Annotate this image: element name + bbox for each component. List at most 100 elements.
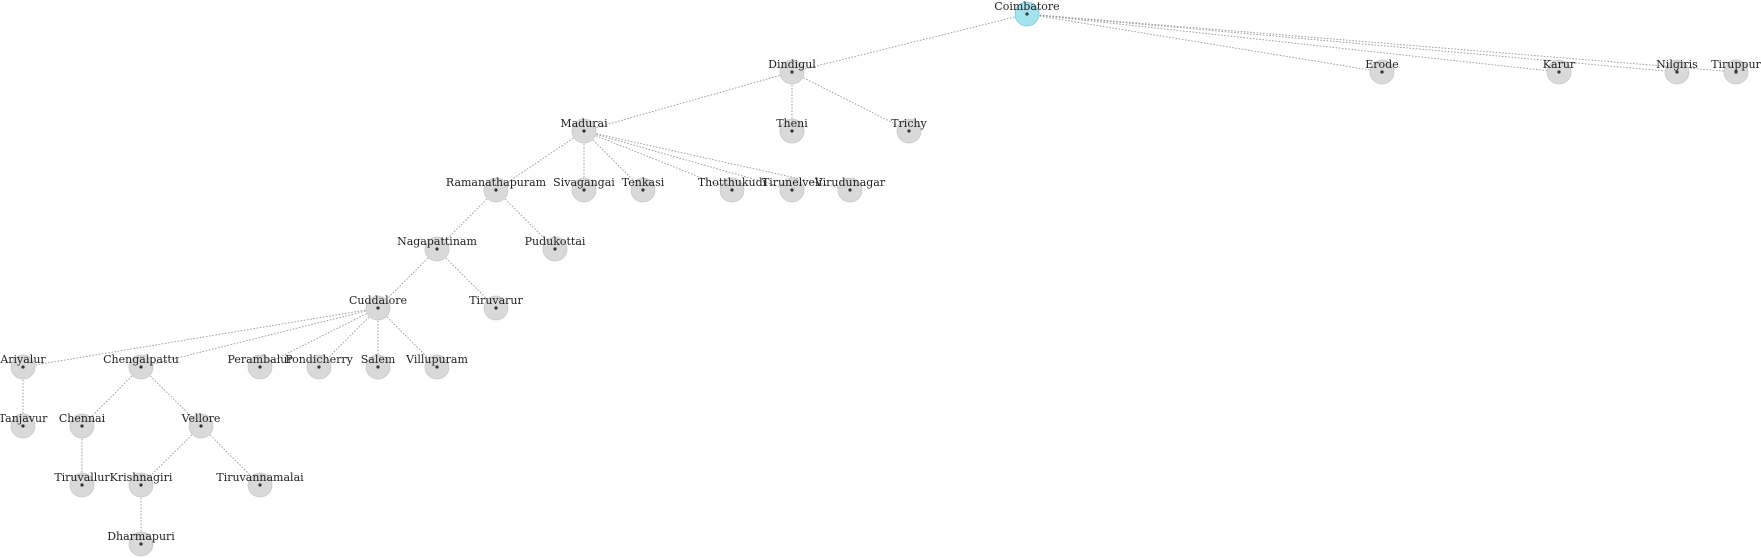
edge-ramanathapuram-nagapattinam <box>436 189 497 250</box>
node-vellore[interactable]: Vellore <box>181 412 221 439</box>
node-label: Tenkasi <box>622 176 665 189</box>
edge-madurai-thotthukudi <box>583 130 733 191</box>
node-center-dot <box>907 129 911 133</box>
node-cuddalore[interactable]: Cuddalore <box>349 294 407 321</box>
node-center-dot <box>317 365 321 369</box>
node-center-dot <box>790 188 794 192</box>
node-label: Dindigul <box>768 58 816 71</box>
node-label: Erode <box>1365 58 1398 71</box>
node-nilgiris[interactable]: Nilgiris <box>1656 58 1698 85</box>
node-coimbatore[interactable]: Coimbatore <box>994 0 1060 27</box>
node-salem[interactable]: Salem <box>361 353 396 380</box>
edge-ramanathapuram-pudukottai <box>495 189 556 250</box>
node-tanjavur[interactable]: Tanjavur <box>0 412 48 439</box>
node-center-dot <box>21 365 25 369</box>
node-tiruvallur[interactable]: Tiruvallur <box>54 471 110 498</box>
node-center-dot <box>790 129 794 133</box>
edge-cuddalore-ariyalur <box>22 307 379 368</box>
edge-madurai-tenkasi <box>583 130 644 191</box>
node-label: Ariyalur <box>0 353 46 366</box>
node-pondicherry[interactable]: Pondicherry <box>285 353 354 380</box>
node-label: Tiruvarur <box>469 294 523 307</box>
node-center-dot <box>1380 70 1384 74</box>
node-nagapattinam[interactable]: Nagapattinam <box>397 235 477 262</box>
node-madurai[interactable]: Madurai <box>560 117 608 144</box>
node-center-dot <box>730 188 734 192</box>
edge-coimbatore-erode <box>1026 13 1383 73</box>
node-tiruvarur[interactable]: Tiruvarur <box>469 294 524 321</box>
edge-cuddalore-chengalpattu <box>140 307 379 368</box>
node-karur[interactable]: Karur <box>1543 58 1576 85</box>
node-center-dot <box>641 188 645 192</box>
node-label: Chennai <box>59 412 106 425</box>
edge-coimbatore-tiruppur <box>1026 13 1737 73</box>
node-label: Cuddalore <box>349 294 407 307</box>
node-label: Thotthukudi <box>698 176 767 189</box>
edge-coimbatore-karur <box>1026 13 1560 73</box>
node-perambalur[interactable]: Perambalur <box>227 353 293 380</box>
node-center-dot <box>139 365 143 369</box>
node-label: Virudunagar <box>814 176 886 189</box>
node-label: Villupuram <box>405 353 468 366</box>
node-ramanathapuram[interactable]: Ramanathapuram <box>446 176 547 203</box>
node-tiruvannamalai[interactable]: Tiruvannamalai <box>216 471 304 498</box>
node-thotthukudi[interactable]: Thotthukudi <box>698 176 767 203</box>
node-center-dot <box>1675 70 1679 74</box>
node-label: Sivagangai <box>553 176 615 189</box>
node-label: Pudukottai <box>525 235 586 248</box>
node-villupuram[interactable]: Villupuram <box>405 353 468 380</box>
node-label: Vellore <box>181 412 221 425</box>
node-erode[interactable]: Erode <box>1365 58 1399 85</box>
tree-edges <box>22 13 1737 544</box>
node-label: Salem <box>361 353 396 366</box>
node-label: Ramanathapuram <box>446 176 547 189</box>
node-center-dot <box>1025 12 1029 16</box>
edge-cuddalore-perambalur <box>259 307 379 368</box>
node-label: Dharmapuri <box>107 530 175 543</box>
node-chennai[interactable]: Chennai <box>59 412 106 439</box>
node-label: Karur <box>1543 58 1576 71</box>
edge-cuddalore-villupuram <box>377 307 438 368</box>
node-tiruppur[interactable]: Tiruppur <box>1711 58 1761 85</box>
node-chengalpattu[interactable]: Chengalpattu <box>103 353 179 380</box>
edge-nagapattinam-tiruvarur <box>436 248 497 309</box>
edge-coimbatore-nilgiris <box>1026 13 1678 73</box>
edge-madurai-tirunelveli <box>583 130 793 191</box>
node-center-dot <box>553 247 557 251</box>
edge-coimbatore-dindigul <box>791 13 1028 73</box>
node-label: Chengalpattu <box>103 353 179 366</box>
node-center-dot <box>790 70 794 74</box>
node-center-dot <box>1557 70 1561 74</box>
node-dharmapuri[interactable]: Dharmapuri <box>107 530 175 557</box>
node-virudunagar[interactable]: Virudunagar <box>814 176 886 203</box>
node-center-dot <box>582 129 586 133</box>
node-center-dot <box>258 483 262 487</box>
node-label: Tirunelveli <box>762 176 823 189</box>
edge-chengalpattu-chennai <box>81 366 142 427</box>
node-sivagangai[interactable]: Sivagangai <box>553 176 615 203</box>
node-ariyalur[interactable]: Ariyalur <box>0 353 46 380</box>
node-label: Tanjavur <box>0 412 48 425</box>
node-center-dot <box>494 188 498 192</box>
node-trichy[interactable]: Trichy <box>891 117 928 144</box>
node-pudukottai[interactable]: Pudukottai <box>525 235 586 262</box>
node-label: Krishnagiri <box>110 471 173 484</box>
edge-vellore-tiruvannamalai <box>200 425 261 486</box>
node-center-dot <box>80 483 84 487</box>
edge-madurai-virudunagar <box>583 130 851 191</box>
node-label: Tiruvallur <box>54 471 110 484</box>
node-dindigul[interactable]: Dindigul <box>768 58 816 85</box>
node-center-dot <box>376 306 380 310</box>
node-center-dot <box>258 365 262 369</box>
node-label: Trichy <box>891 117 927 130</box>
node-krishnagiri[interactable]: Krishnagiri <box>110 471 173 498</box>
node-tenkasi[interactable]: Tenkasi <box>622 176 665 203</box>
node-tirunelveli[interactable]: Tirunelveli <box>762 176 823 203</box>
node-center-dot <box>435 365 439 369</box>
node-center-dot <box>494 306 498 310</box>
node-label: Madurai <box>560 117 608 130</box>
node-theni[interactable]: Theni <box>776 117 808 144</box>
node-center-dot <box>582 188 586 192</box>
